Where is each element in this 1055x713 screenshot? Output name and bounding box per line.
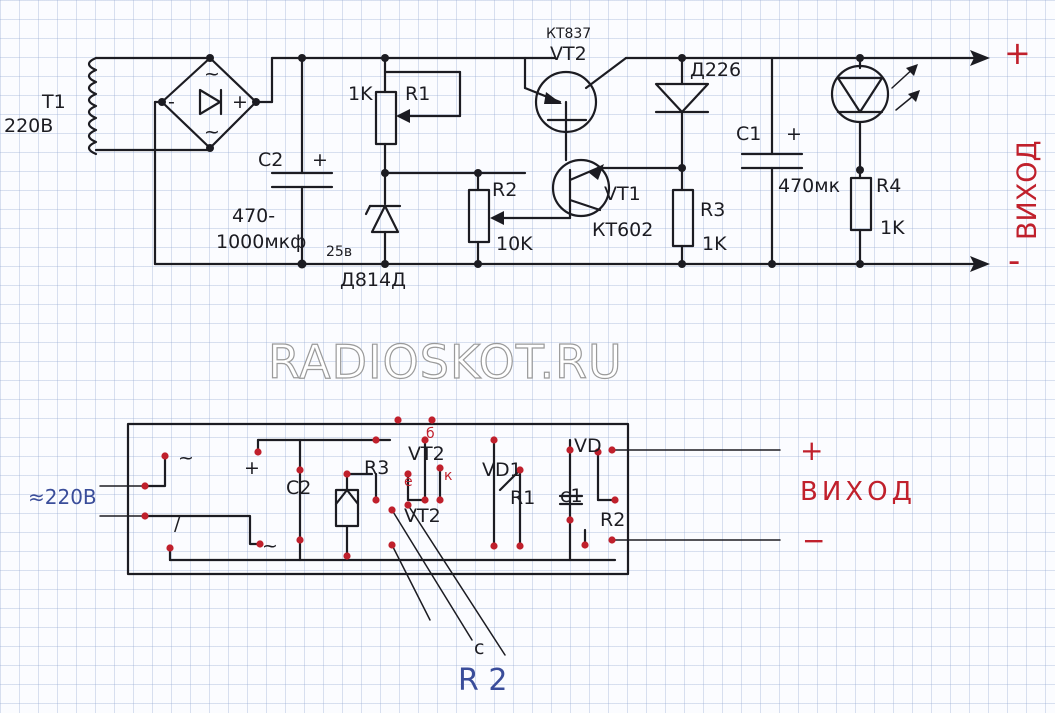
- board-vd1-label: VD1: [482, 459, 522, 481]
- r4-value: 1K: [880, 217, 905, 239]
- bridge-minus: -: [168, 91, 175, 113]
- zener-label: Д814Д: [340, 269, 406, 291]
- node-dot: [856, 54, 864, 62]
- bridge-plus: +: [232, 91, 248, 113]
- c2-label: C2: [258, 149, 283, 171]
- c1-value: 470мк: [778, 175, 840, 197]
- resistor-r4: [849, 168, 873, 266]
- board-r1-label: R1: [510, 487, 535, 509]
- board-out-label: ВИХОД: [800, 477, 916, 507]
- transistor-vt2: [523, 56, 628, 162]
- node-dot: [381, 54, 389, 62]
- resistor-r1: [374, 56, 462, 175]
- r1-label: R1: [405, 83, 430, 105]
- r2-value: 10K: [496, 233, 533, 255]
- c2-volt: 25в: [326, 244, 352, 260]
- c2-plus: +: [312, 149, 328, 171]
- vt2-type: КТ837: [546, 26, 591, 42]
- node-dot: [474, 260, 482, 268]
- board-pads: [141, 416, 619, 560]
- board-r3-label: R3: [364, 457, 389, 479]
- board-plus: +: [244, 457, 260, 479]
- transistor-vt1: [551, 158, 684, 220]
- minus-arrow: [970, 256, 990, 272]
- node-dot: [206, 54, 214, 62]
- node-dot: [297, 259, 307, 269]
- board-ac-slash: /: [174, 513, 181, 535]
- vt1-label: VT1: [604, 183, 641, 205]
- bridge-ac-bottom: ~: [204, 121, 220, 143]
- plus-arrow: [970, 50, 990, 66]
- c1-plus: +: [786, 123, 802, 145]
- resistor-r3: [671, 188, 695, 266]
- node-dot: [206, 144, 214, 152]
- node-dot: [298, 54, 306, 62]
- board-vd-label: VD: [574, 435, 602, 457]
- node-dot: [768, 260, 776, 268]
- node-dot: [158, 98, 166, 106]
- node-dot: [474, 169, 482, 177]
- r4-label: R4: [876, 175, 901, 197]
- t1-label: T1: [41, 91, 66, 113]
- output-label: ВИХОД: [1012, 140, 1043, 240]
- board-vt2-top: VT2: [408, 443, 445, 465]
- c1-label: C1: [736, 123, 761, 145]
- node-dot: [678, 164, 686, 172]
- board-lead-r2: R 2: [458, 663, 507, 698]
- c2-value-b: 1000мкф: [216, 231, 306, 253]
- r1-value: 1K: [348, 83, 373, 105]
- node-dot: [678, 260, 686, 268]
- diode-d226: [654, 56, 710, 192]
- capacitor-c2: [270, 56, 334, 266]
- watermark: RADIOSKOT.RU: [268, 335, 623, 389]
- board-out-plus: +: [800, 434, 823, 467]
- led-indicator: [830, 56, 920, 172]
- board-pin-k: к: [444, 468, 452, 484]
- zener-d814d: [364, 171, 527, 266]
- t1-voltage: 220В: [4, 115, 53, 137]
- bridge-ac-top: ~: [204, 63, 220, 85]
- c2-value-a: 470-: [232, 205, 275, 227]
- board-mains-label: ≈220В: [28, 485, 97, 509]
- board-lead-c: c: [474, 637, 484, 659]
- board-pin-b: б: [426, 426, 435, 442]
- r3-label: R3: [700, 199, 725, 221]
- output-minus: -: [1008, 241, 1020, 281]
- transformer-t1: [87, 56, 212, 156]
- board-ac-top: ~: [178, 447, 194, 469]
- capacitor-c1: [740, 56, 804, 266]
- node-dot: [856, 260, 864, 268]
- board-c2-label: C2: [286, 477, 311, 499]
- board-vt2-bottom: VT2: [404, 505, 441, 527]
- board-ac-bottom: ~: [262, 535, 278, 557]
- output-plus: +: [1004, 34, 1031, 72]
- node-dot: [381, 260, 389, 268]
- diode-label: Д226: [690, 59, 741, 81]
- board-out-minus: −: [802, 524, 825, 557]
- board-c1-label: c1: [560, 485, 583, 507]
- node-dot: [381, 169, 389, 177]
- vt1-type: КТ602: [592, 219, 653, 241]
- board-r2-label: R2: [600, 509, 625, 531]
- r3-value: 1K: [702, 233, 727, 255]
- vt2-label: VT2: [550, 43, 587, 65]
- board-pin-e: е: [404, 474, 413, 490]
- node-dot: [252, 98, 260, 106]
- r2-label: R2: [492, 179, 517, 201]
